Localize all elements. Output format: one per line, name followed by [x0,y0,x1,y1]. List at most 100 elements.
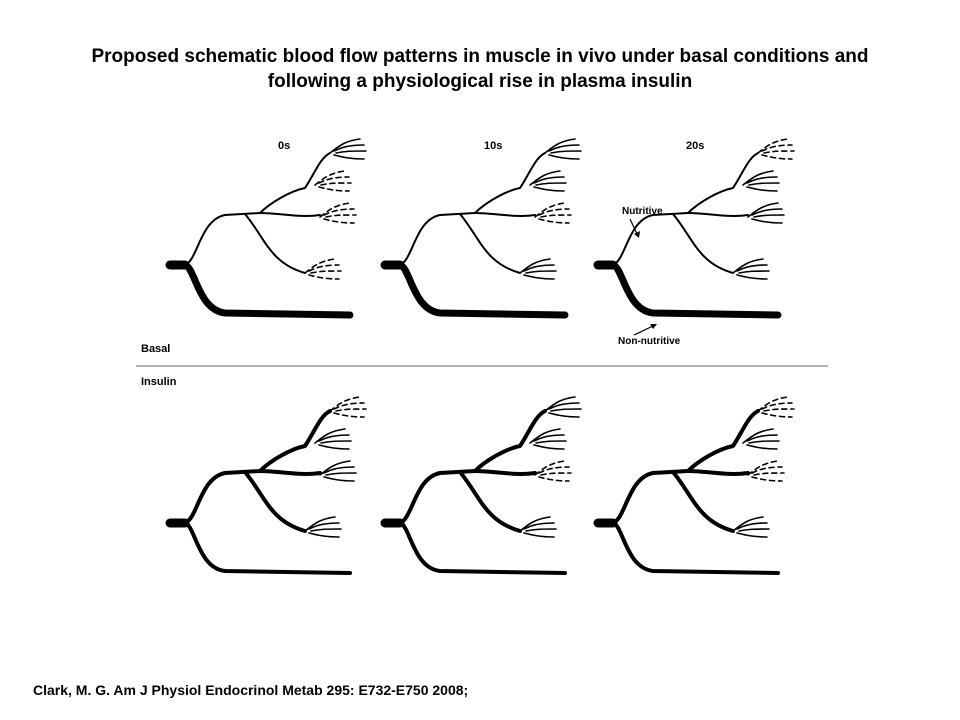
fan-top-capillary-1 [548,144,580,152]
branch-top [687,152,759,214]
fan-upper-capillary-0 [314,428,346,444]
fan-lower-capillary-0 [747,202,779,218]
vessel-panel-insulin-0 [165,396,367,575]
fan-upper-capillary-0 [529,170,561,186]
fan-upper-capillary-3 [533,444,565,450]
fan-top-capillary-1 [333,402,365,410]
fan-lower-capillary-0 [319,202,351,218]
branch-low [671,470,735,533]
fan-top-capillary-3 [548,412,580,418]
fan-bottom-capillary-2 [310,528,342,532]
fan-upper-capillary-2 [320,182,352,186]
fan-top-capillary-0 [329,396,361,412]
label-non-nutritive: Non-nutritive [618,336,681,347]
fan-upper-capillary-2 [535,440,567,444]
fan-top-capillary-0 [544,138,576,154]
slide-title: Proposed schematic blood flow patterns i… [20,44,940,94]
fan-upper-capillary-0 [742,170,774,186]
fan-upper-capillary-0 [314,170,346,186]
branch-low [458,470,522,533]
vessel-panel-basal-1 [380,138,582,319]
time-label-20s: 20s [686,140,704,152]
nutritive-vessel [183,469,262,525]
fan-upper-capillary-0 [742,428,774,444]
fan-lower-capillary-2 [540,472,572,476]
fan-top-capillary-2 [550,150,582,154]
fan-top-capillary-3 [548,154,580,160]
fan-lower-capillary-3 [323,476,355,482]
fan-lower-capillary-1 [538,466,570,474]
non-nutritive-vessel [183,521,352,575]
title-line-2: following a physiological rise in plasma… [267,71,693,92]
label-nutritive: Nutritive [622,206,663,217]
branch-top [686,409,760,473]
row-label-insulin: Insulin [141,376,177,388]
fan-bottom-capillary-1 [736,522,768,530]
fan-bottom-capillary-3 [523,532,555,538]
fan-bottom-capillary-3 [736,274,768,280]
nutritive-vessel [184,212,261,266]
fan-top-capillary-1 [548,402,580,410]
fan-bottom-capillary-0 [519,516,551,532]
fan-bottom-capillary-2 [310,270,342,274]
fan-upper-capillary-1 [533,434,565,442]
branch-low [459,213,521,274]
fan-lower-capillary-0 [534,202,566,218]
fan-bottom-capillary-0 [732,258,764,274]
fan-lower-capillary-1 [751,208,783,216]
fan-upper-capillary-0 [529,428,561,444]
fan-lower-capillary-0 [319,460,351,476]
fan-upper-capillary-3 [746,444,778,450]
branch-mid [473,469,537,476]
time-label-10s: 10s [484,140,502,152]
fan-lower-capillary-2 [753,214,785,218]
fan-top-capillary-3 [333,154,365,160]
fan-bottom-capillary-3 [523,274,555,280]
fan-bottom-capillary-2 [525,528,557,532]
fan-bottom-capillary-3 [736,532,768,538]
fan-bottom-capillary-3 [308,532,340,538]
vessel-panel-basal-0 [165,138,367,319]
fan-top-capillary-2 [763,150,795,154]
fan-upper-capillary-2 [320,440,352,444]
fan-top-capillary-0 [757,396,789,412]
fan-lower-capillary-3 [751,476,783,482]
row-label-basal: Basal [141,343,170,355]
fan-top-capillary-0 [757,138,789,154]
fan-top-capillary-2 [335,150,367,154]
branch-top [259,152,331,214]
branch-top [474,152,546,214]
nutritive-vessel [612,212,689,266]
fan-lower-capillary-1 [538,208,570,216]
fan-lower-capillary-2 [753,472,785,476]
citation: Clark, M. G. Am J Physiol Endocrinol Met… [33,682,469,698]
fan-lower-capillary-1 [751,466,783,474]
fan-upper-capillary-2 [748,440,780,444]
fan-upper-capillary-1 [746,434,778,442]
fan-bottom-capillary-2 [738,528,770,532]
fan-lower-capillary-3 [751,218,783,224]
fan-upper-capillary-2 [535,182,567,186]
fan-bottom-capillary-0 [519,258,551,274]
fan-bottom-capillary-1 [736,264,768,272]
fan-top-capillary-0 [329,138,361,154]
fan-lower-capillary-1 [323,208,355,216]
time-label-0s: 0s [278,140,290,152]
fan-upper-capillary-3 [533,186,565,192]
fan-upper-capillary-3 [318,444,350,450]
fan-upper-capillary-3 [746,186,778,192]
fan-top-capillary-3 [333,412,365,418]
fan-bottom-capillary-1 [523,522,555,530]
arrow-nutritive-head [634,231,640,238]
fan-lower-capillary-2 [540,214,572,218]
branch-low [244,213,306,274]
fan-top-capillary-1 [761,144,793,152]
fan-bottom-capillary-1 [308,264,340,272]
non-nutritive-vessel [611,521,780,575]
branch-mid [686,469,750,476]
non-nutritive-vessel [609,261,782,319]
fan-upper-capillary-1 [746,176,778,184]
fan-lower-capillary-3 [538,218,570,224]
fan-upper-capillary-1 [318,176,350,184]
fan-lower-capillary-3 [538,476,570,482]
